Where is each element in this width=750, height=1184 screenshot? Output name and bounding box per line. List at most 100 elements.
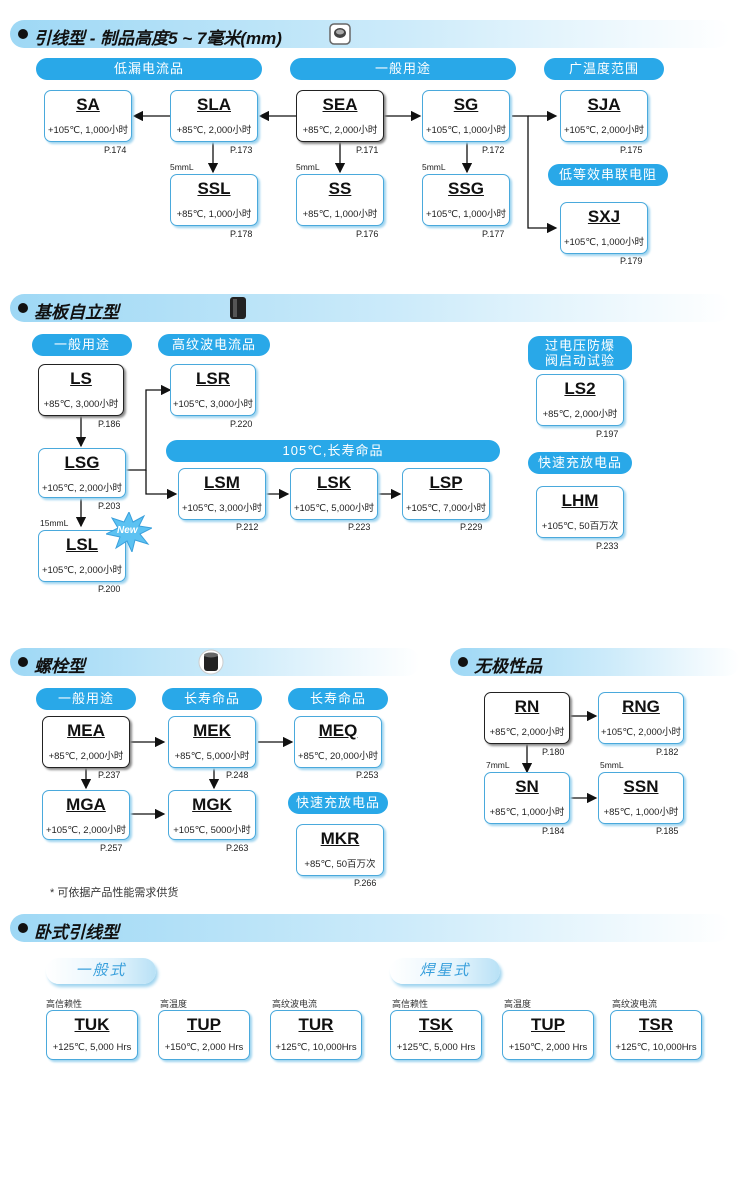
series-spec: +105℃, 1,000小时 — [425, 209, 507, 220]
series-box-sla[interactable]: SLA +85℃, 2,000小时 — [170, 90, 258, 142]
series-spec: +85℃, 3,000小时 — [43, 399, 119, 410]
series-box-ssl[interactable]: SSL +85℃, 1,000小时 — [170, 174, 258, 226]
series-code: MGK — [192, 795, 232, 814]
series-spec: +105℃, 3,000小时 — [172, 399, 254, 410]
series-code: SSN — [623, 777, 659, 796]
series-spec: +105℃, 1,000小时 — [563, 237, 645, 248]
page-ref: P.184 — [542, 826, 565, 836]
series-box-tup[interactable]: TUP +150℃, 2,000 Hrs — [502, 1010, 594, 1060]
series-code: SSL — [197, 179, 231, 198]
series-box-ss[interactable]: SS +85℃, 1,000小时 — [296, 174, 384, 226]
page-ref: P.175 — [620, 145, 643, 155]
series-spec: +105℃, 3,000小时 — [181, 503, 263, 514]
series-box-tuk[interactable]: TUK +125℃, 5,000 Hrs — [46, 1010, 138, 1060]
new-badge-text: New — [117, 525, 138, 536]
series-spec: +105℃, 7,000小时 — [405, 503, 487, 514]
series-spec: +85℃, 5,000小时 — [174, 751, 250, 762]
series-box-tup[interactable]: TUP +150℃, 2,000 Hrs — [158, 1010, 250, 1060]
series-box-tsk[interactable]: TSK +125℃, 5,000 Hrs — [390, 1010, 482, 1060]
series-box-ssg[interactable]: SSG +105℃, 1,000小时 — [422, 174, 510, 226]
series-box-sxj[interactable]: SXJ +105℃, 1,000小时 — [560, 202, 648, 254]
series-box-tsr[interactable]: TSR +125℃, 10,000Hrs — [610, 1010, 702, 1060]
series-box-rng[interactable]: RNG +105℃, 2,000小时 — [598, 692, 684, 744]
page-ref: P.257 — [100, 843, 123, 853]
series-box-ls[interactable]: LS +85℃, 3,000小时 — [38, 364, 124, 416]
bullet-icon — [18, 29, 28, 39]
series-code: MGA — [66, 795, 106, 814]
page-ref: P.182 — [656, 747, 679, 757]
series-box-lsg[interactable]: LSG +105℃, 2,000小时 — [38, 448, 126, 498]
series-spec: +105℃, 5,000小时 — [293, 503, 375, 514]
series-spec: +105℃, 2,000小时 — [41, 565, 123, 576]
series-spec: +85℃, 1,000小时 — [603, 807, 679, 818]
series-spec: +125℃, 10,000Hrs — [275, 1042, 357, 1053]
page-ref: P.186 — [98, 419, 121, 429]
series-box-rn[interactable]: RN +85℃, 2,000小时 — [484, 692, 570, 744]
series-box-sja[interactable]: SJA +105℃, 2,000小时 — [560, 90, 648, 142]
series-code: MEK — [193, 721, 231, 740]
page-ref: P.200 — [98, 584, 121, 594]
series-box-lsm[interactable]: LSM +105℃, 3,000小时 — [178, 468, 266, 520]
section-title-horizontal: 卧式引线型 — [34, 923, 119, 942]
series-box-meq[interactable]: MEQ +85℃, 20,000小时 — [294, 716, 382, 768]
series-box-ssn[interactable]: SSN +85℃, 1,000小时 — [598, 772, 684, 824]
series-spec: +85℃, 50百万次 — [304, 859, 376, 870]
section-header-horizontal: 卧式引线型 — [10, 914, 730, 942]
page-ref: P.177 — [482, 229, 505, 239]
page-ref: P.263 — [226, 843, 249, 853]
page-ref: P.253 — [356, 770, 379, 780]
series-box-lsk[interactable]: LSK +105℃, 5,000小时 — [290, 468, 378, 520]
page-ref: P.171 — [356, 145, 379, 155]
label-long-life: 长寿命品 — [288, 688, 388, 710]
series-box-tur[interactable]: TUR +125℃, 10,000Hrs — [270, 1010, 362, 1060]
series-box-mga[interactable]: MGA +105℃, 2,000小时 — [42, 790, 130, 840]
series-code: LSM — [204, 473, 240, 492]
series-box-lsl[interactable]: LSL +105℃, 2,000小时 — [38, 530, 126, 582]
page-ref: P.185 — [656, 826, 679, 836]
series-code: MEQ — [318, 721, 358, 740]
series-box-lhm[interactable]: LHM +105℃, 50百万次 — [536, 486, 624, 538]
series-code: TSK — [419, 1015, 453, 1034]
tab-general[interactable]: 一般式 — [46, 958, 156, 984]
page-ref: P.233 — [596, 541, 619, 551]
series-spec: +85℃, 2,000小时 — [176, 125, 252, 136]
series-spec: +125℃, 10,000Hrs — [615, 1042, 697, 1053]
series-code: SN — [515, 777, 539, 796]
series-box-lsp[interactable]: LSP +105℃, 7,000小时 — [402, 468, 490, 520]
series-spec: +105℃, 2,000小时 — [45, 825, 127, 836]
page-ref: P.220 — [230, 419, 253, 429]
feature-label: 高纹波电流 — [272, 999, 318, 1009]
series-box-sea[interactable]: SEA +85℃, 2,000小时 — [296, 90, 384, 142]
section-title-bipolar: 无极性品 — [474, 657, 542, 676]
feature-label: 高纹波电流 — [612, 999, 658, 1009]
tab-weld[interactable]: 焊星式 — [390, 958, 500, 984]
series-code: TUP — [187, 1015, 221, 1034]
series-box-sn[interactable]: SN +85℃, 1,000小时 — [484, 772, 570, 824]
footnote: * 可依据产品性能需求供货 — [50, 887, 179, 899]
series-code: LS2 — [564, 379, 596, 398]
series-spec: +85℃, 2,000小时 — [48, 751, 124, 762]
page-ref: P.179 — [620, 256, 643, 266]
series-code: TSR — [639, 1015, 673, 1034]
series-spec: +105℃, 2,000小时 — [41, 483, 123, 494]
feature-label: 高信赖性 — [46, 999, 83, 1009]
series-spec: +105℃, 1,000小时 — [425, 125, 507, 136]
label-long-life: 长寿命品 — [162, 688, 262, 710]
series-spec: +85℃, 1,000小时 — [302, 209, 378, 220]
series-code: TUK — [74, 1015, 110, 1034]
series-box-mkr[interactable]: MKR +85℃, 50百万次 — [296, 824, 384, 876]
size-note: 5mmL — [296, 162, 320, 172]
label-general: 一般用途 — [32, 334, 132, 356]
series-code: SS — [328, 179, 352, 198]
series-box-sg[interactable]: SG +105℃, 1,000小时 — [422, 90, 510, 142]
series-box-ls2[interactable]: LS2 +85℃, 2,000小时 — [536, 374, 624, 426]
series-box-mgk[interactable]: MGK +105℃, 5000小时 — [168, 790, 256, 840]
series-box-mea[interactable]: MEA +85℃, 2,000小时 — [42, 716, 130, 768]
page-ref: P.178 — [230, 229, 253, 239]
series-spec: +105℃, 2,000小时 — [600, 727, 682, 738]
series-box-sa[interactable]: SA +105℃, 1,000小时 — [44, 90, 132, 142]
page-ref: P.212 — [236, 522, 259, 532]
section-title-snapin: 基板自立型 — [34, 303, 119, 322]
series-box-lsr[interactable]: LSR +105℃, 3,000小时 — [170, 364, 256, 416]
series-box-mek[interactable]: MEK +85℃, 5,000小时 — [168, 716, 256, 768]
